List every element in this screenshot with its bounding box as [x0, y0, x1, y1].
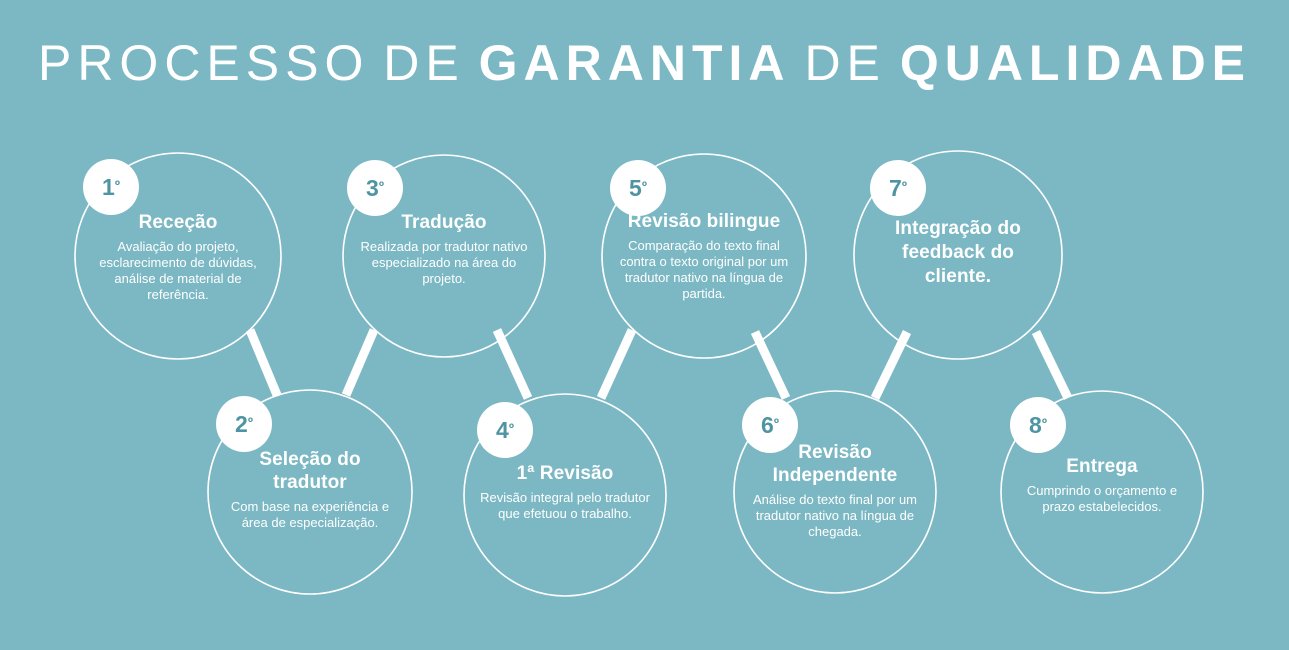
page-title: PROCESSO DE GARANTIA DE QUALIDADE: [0, 34, 1289, 92]
connector-5-6: [750, 330, 791, 400]
step-badge-8[interactable]: 8º: [1010, 397, 1066, 453]
step-badge-number-4: 4: [496, 417, 509, 443]
step-badge-2[interactable]: 2º: [216, 396, 272, 452]
step-circle-outlines: [74, 150, 1204, 597]
step-badge-ordinal-3: º: [378, 178, 384, 194]
step-badge-number-2: 2: [235, 411, 248, 437]
step-title-2: Seleção do tradutor: [259, 449, 361, 493]
title-part-de-1: DE: [383, 35, 465, 91]
step-text-8: Entrega Cumprindo o orçamento e prazo es…: [1001, 455, 1203, 515]
step-node-4[interactable]: 1ª Revisão Revisão integral pelo traduto…: [464, 394, 666, 596]
step-badge-ordinal-1: º: [114, 177, 120, 193]
step-node-5[interactable]: Revisão bilingue Comparação do texto fin…: [602, 154, 806, 358]
step-node-3[interactable]: Tradução Realizada por tradutor nativo e…: [343, 155, 545, 357]
step-title-4: 1ª Revisão: [516, 463, 614, 484]
connector-1-2: [245, 328, 282, 397]
title-part-qualidade: QUALIDADE: [899, 35, 1252, 91]
title-part-de-2: DE: [804, 35, 886, 91]
step-badge-5[interactable]: 5º: [610, 160, 666, 216]
circle-outline-7: [853, 150, 1063, 360]
title-part-processo: PROCESSO: [37, 35, 370, 91]
circle-outline-2: [207, 389, 413, 595]
step-node-7[interactable]: Integração do feedback do cliente.: [854, 151, 1062, 359]
step-badge-number-8: 8: [1029, 412, 1042, 438]
step-node-8[interactable]: Entrega Cumprindo o orçamento e prazo es…: [1001, 391, 1203, 593]
step-badge-number-5: 5: [629, 175, 642, 201]
step-body-2: Com base na experiência e área de especi…: [230, 499, 390, 530]
step-title-3: Tradução: [401, 212, 487, 233]
connector-7-8: [1031, 330, 1073, 400]
circle-outline-6: [733, 390, 937, 594]
title-part-garantia: GARANTIA: [478, 35, 791, 91]
step-text-6: Revisão Independente Análise do texto fi…: [734, 441, 936, 540]
step-title-7: Integração do feedback do cliente.: [895, 218, 1021, 287]
step-badge-ordinal-8: º: [1041, 415, 1047, 431]
step-body-6: Análise do texto final por um tradutor n…: [752, 492, 918, 539]
step-node-6[interactable]: Revisão Independente Análise do texto fi…: [734, 391, 936, 593]
step-badge-1[interactable]: 1º: [83, 159, 139, 215]
step-node-1[interactable]: Receção Avaliação do projeto, esclarecim…: [75, 153, 281, 359]
step-text-1: Receção Avaliação do projeto, esclarecim…: [75, 211, 281, 303]
step-title-5: Revisão bilingue: [627, 211, 781, 232]
step-badge-number-3: 3: [366, 175, 379, 201]
connector-3-4: [492, 328, 533, 400]
step-body-3: Realizada por tradutor nativo especializ…: [360, 239, 528, 286]
step-badge-ordinal-6: º: [773, 415, 779, 431]
connector-2-3: [341, 328, 379, 397]
connector-4-5: [596, 328, 637, 400]
step-badge-ordinal-2: º: [247, 414, 253, 430]
step-badge-ordinal-7: º: [901, 178, 907, 194]
step-title-8: Entrega: [1066, 456, 1138, 477]
step-badge-number-6: 6: [761, 412, 774, 438]
circle-outline-1: [74, 152, 282, 360]
step-body-8: Cumprindo o orçamento e prazo estabeleci…: [1026, 483, 1178, 514]
step-node-2[interactable]: Seleção do tradutor Com base na experiên…: [208, 390, 412, 594]
step-title-1: Receção: [138, 212, 218, 233]
step-text-7: Integração do feedback do cliente.: [854, 217, 1062, 289]
step-badge-ordinal-4: º: [508, 420, 514, 436]
step-badge-ordinal-5: º: [641, 178, 647, 194]
step-badge-7[interactable]: 7º: [870, 160, 926, 216]
step-badge-number-1: 1: [102, 174, 115, 200]
circle-outline-8: [1000, 390, 1204, 594]
step-title-6: Revisão Independente: [772, 442, 898, 486]
step-badge-4[interactable]: 4º: [477, 402, 533, 458]
step-text-4: 1ª Revisão Revisão integral pelo traduto…: [464, 462, 666, 522]
step-text-5: Revisão bilingue Comparação do texto fin…: [602, 210, 806, 302]
step-badge-number-7: 7: [889, 175, 902, 201]
step-body-1: Avaliação do projeto, esclarecimento de …: [99, 239, 257, 302]
circle-outline-5: [601, 153, 807, 359]
step-text-3: Tradução Realizada por tradutor nativo e…: [343, 211, 545, 287]
step-body-5: Comparação do texto final contra o texto…: [619, 238, 789, 301]
connector-lines: [245, 328, 1073, 400]
step-text-2: Seleção do tradutor Com base na experiên…: [208, 448, 412, 531]
step-body-4: Revisão integral pelo tradutor que efetu…: [480, 490, 650, 521]
step-badge-6[interactable]: 6º: [742, 397, 798, 453]
circle-outline-3: [342, 154, 546, 358]
step-badge-3[interactable]: 3º: [347, 160, 403, 216]
circle-outline-4: [463, 393, 667, 597]
